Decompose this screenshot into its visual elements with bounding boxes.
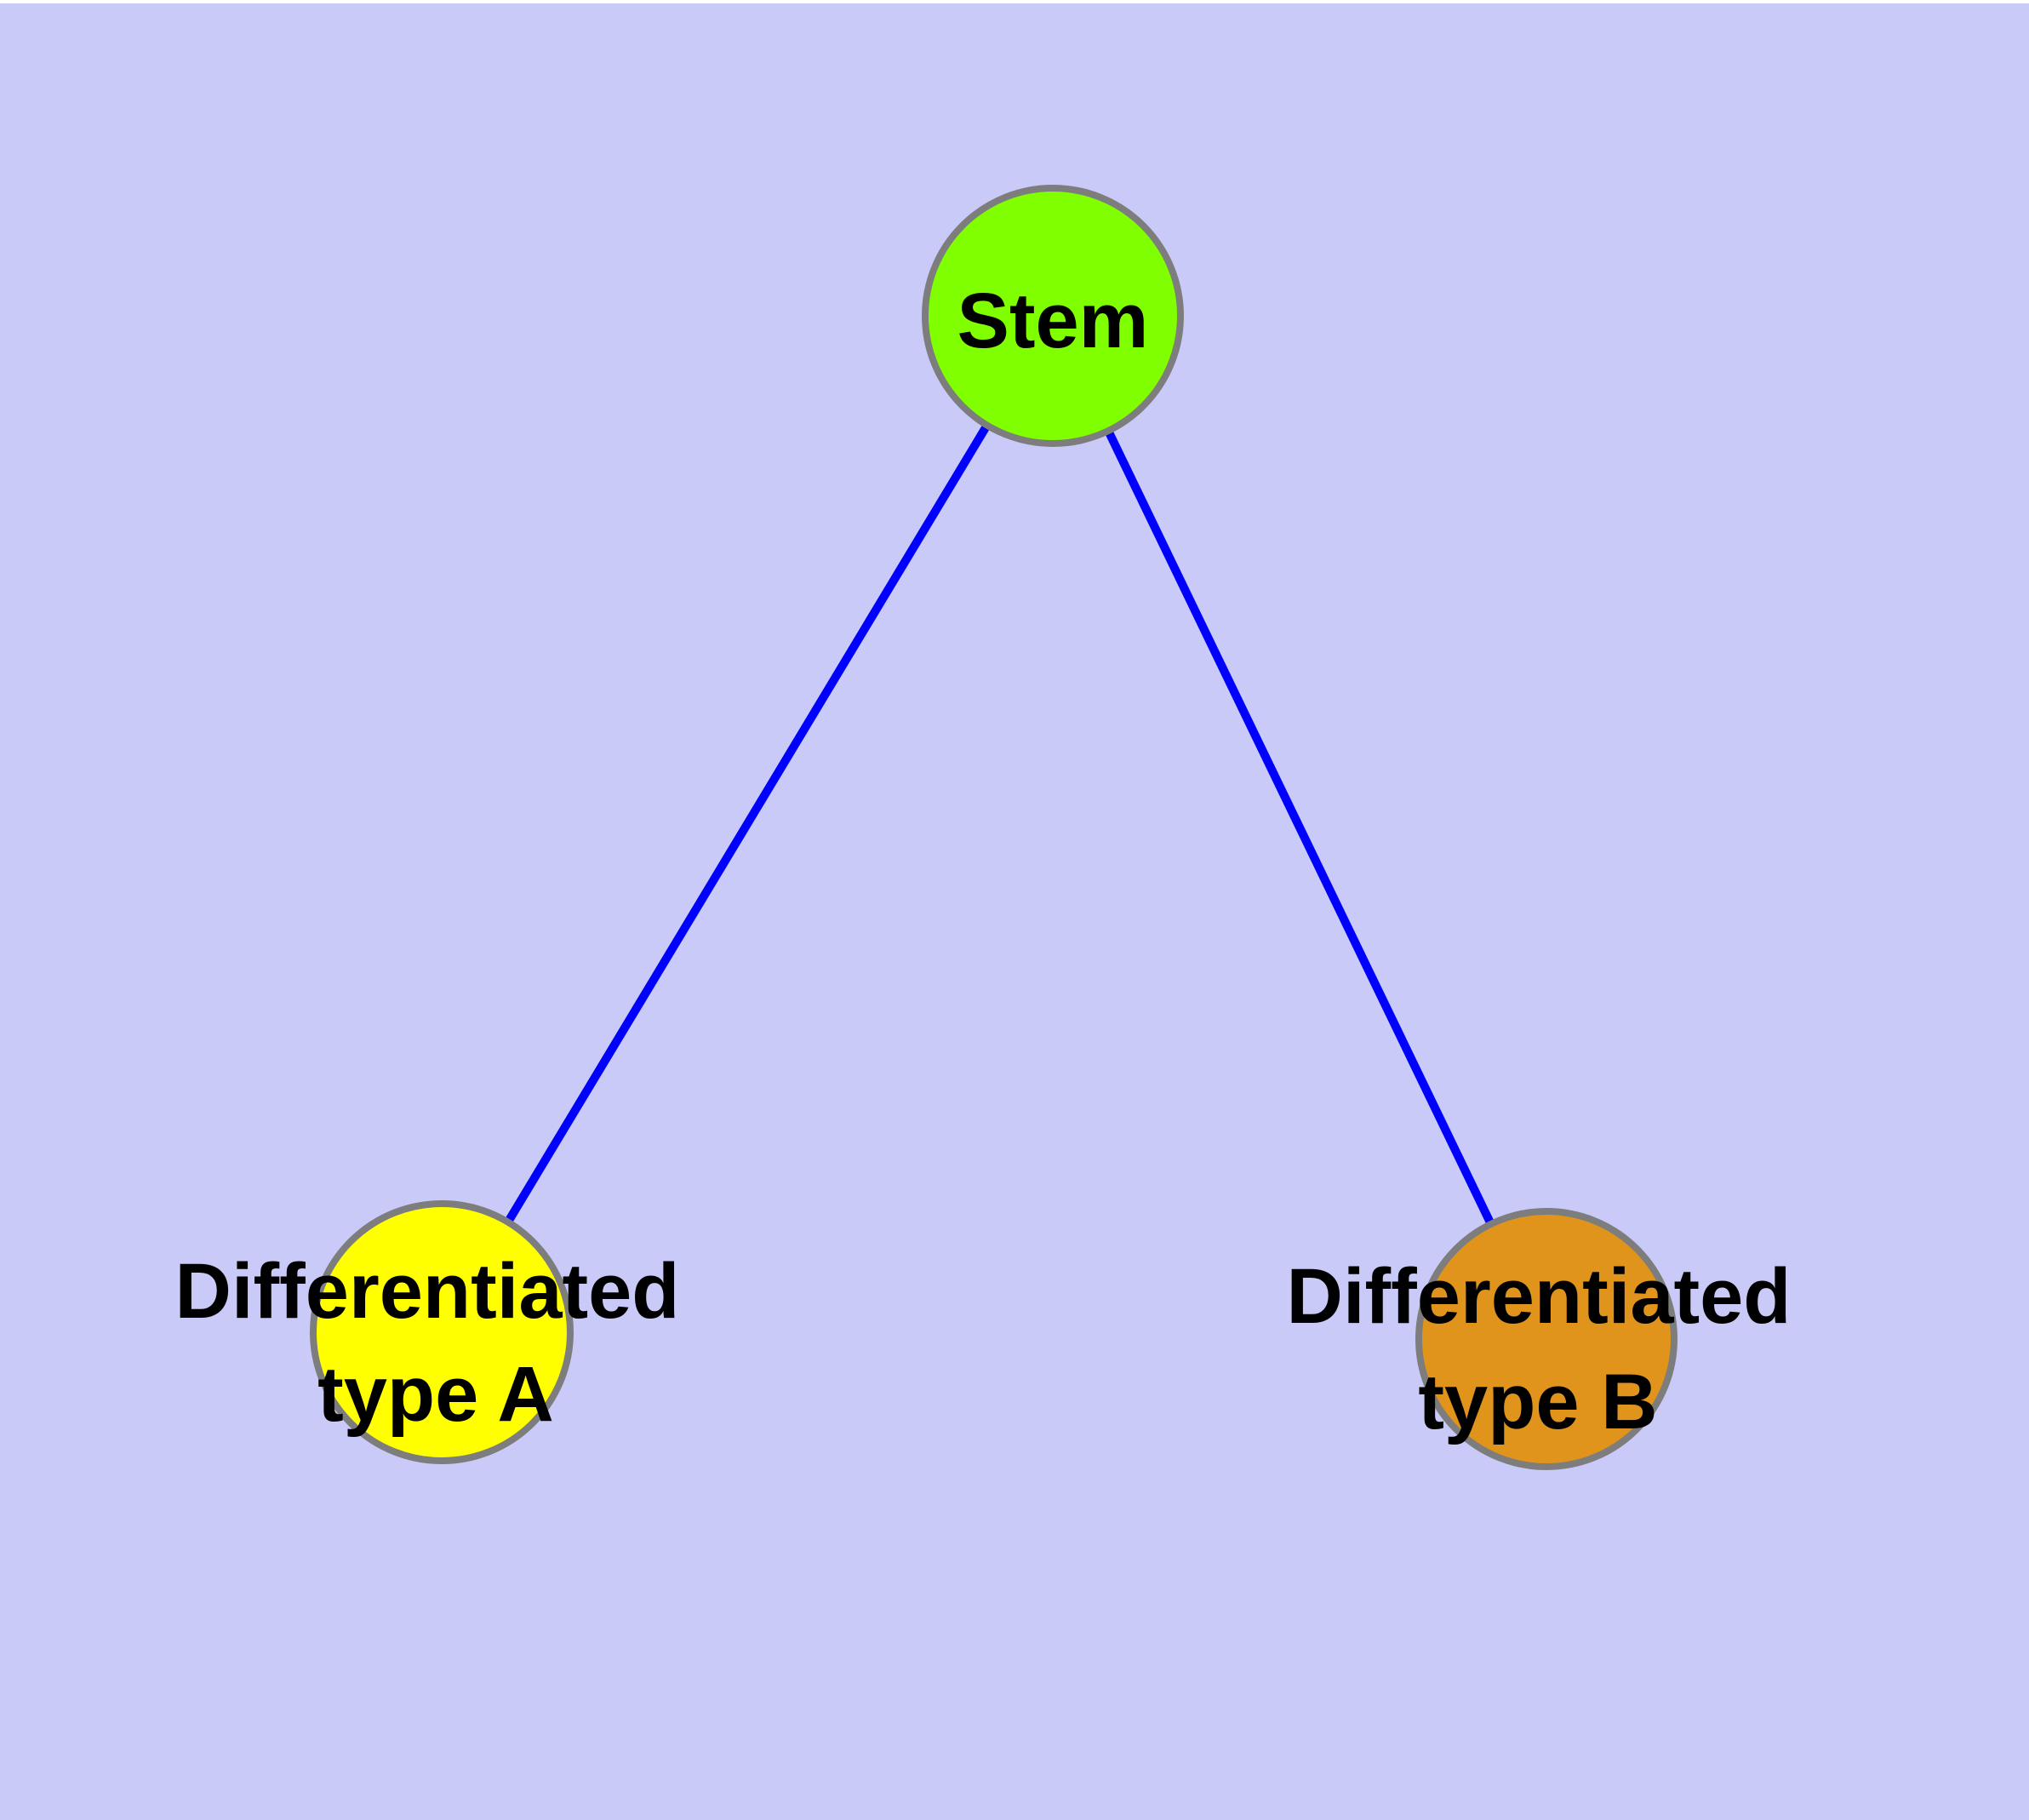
edge-stem-to-type-a	[437, 313, 1057, 1335]
node-type-a-label-line2: type A	[317, 1351, 554, 1438]
node-stem-label: Stem	[957, 278, 1149, 364]
node-type-b-label-line2: type B	[1418, 1359, 1657, 1445]
node-type-b-label-line1: Differentiated	[1287, 1253, 1792, 1340]
node-type-a-label-line1: Differentiated	[175, 1248, 680, 1335]
top-margin-strip	[0, 0, 2029, 3]
node-differentiated-type-a	[310, 1200, 574, 1464]
edge-stem-to-type-b	[1049, 313, 1551, 1342]
node-stem	[922, 185, 1184, 447]
node-differentiated-type-b	[1415, 1208, 1677, 1470]
